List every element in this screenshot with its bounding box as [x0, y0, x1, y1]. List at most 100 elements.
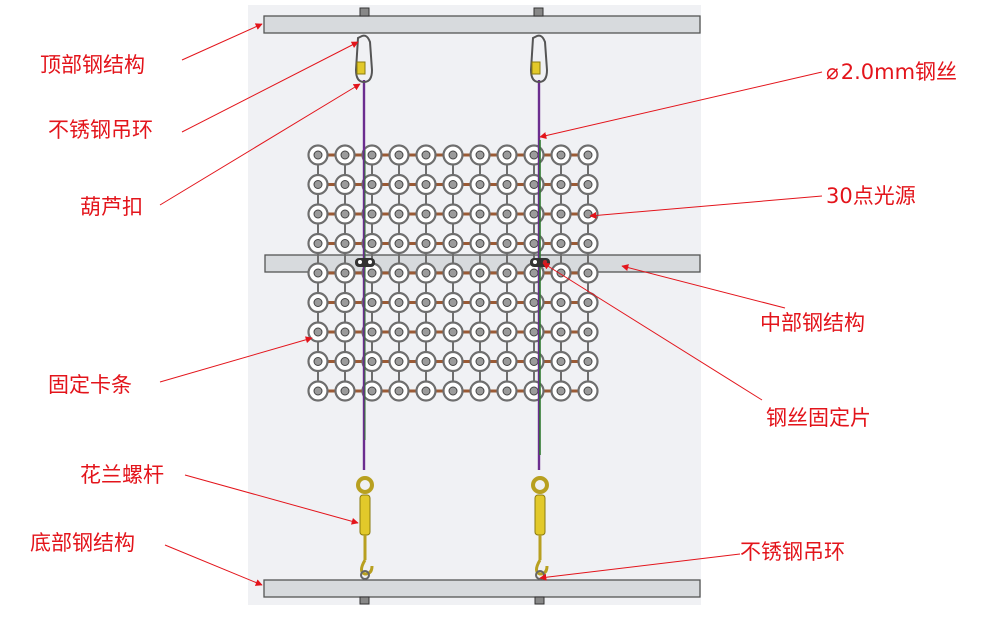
light-node-core: [448, 386, 458, 396]
light-node-core: [421, 386, 431, 396]
light-node-core: [421, 298, 431, 307]
light-node-core: [502, 150, 512, 160]
light-node-core: [340, 209, 350, 219]
light-node-core: [367, 298, 377, 307]
turnbuckle-left: [356, 476, 374, 576]
light-node-core: [340, 298, 350, 307]
label-ss-ring-bottom: 不锈钢吊环: [740, 540, 845, 564]
carabiner-right: [529, 34, 549, 84]
light-node-core: [556, 239, 566, 248]
light-node-core: [502, 209, 512, 219]
light-node-core: [583, 298, 593, 307]
carabiner-left: [354, 34, 374, 84]
light-node-core: [502, 180, 512, 189]
leader-turnbuckle: [184, 474, 359, 525]
light-node-core: [529, 327, 539, 337]
light-node-core: [448, 357, 458, 366]
label-wire-clamp: 钢丝固定片: [766, 406, 871, 430]
light-node-core: [394, 209, 404, 219]
leader-turnbuckle-clip: [159, 83, 361, 206]
light-node-core: [502, 357, 512, 366]
bottom-steel-beam: [263, 579, 701, 605]
light-node-core: [367, 357, 377, 366]
light-node-core: [340, 327, 350, 337]
bottom-ring-left: [360, 570, 370, 580]
light-node-core: [340, 239, 350, 248]
label-light-source: 30点光源: [826, 184, 916, 208]
label-bottom-steel: 底部钢结构: [30, 531, 135, 555]
light-node-core: [313, 386, 323, 396]
light-node-core: [583, 268, 593, 278]
light-node-core: [583, 357, 593, 366]
light-node-core: [421, 150, 431, 160]
light-node-core: [556, 327, 566, 337]
diameter-symbol-icon: ⌀: [826, 60, 839, 84]
light-node-core: [340, 180, 350, 189]
leader-mid-steel: [621, 264, 786, 309]
light-node-core: [475, 209, 485, 219]
light-node-core: [583, 209, 593, 219]
light-node-core: [448, 327, 458, 337]
light-node-core: [421, 357, 431, 366]
wire-clamp-left: [355, 258, 375, 267]
light-node-core: [475, 357, 485, 366]
light-node-core: [529, 386, 539, 396]
light-node-core: [502, 327, 512, 337]
leader-light-source: [589, 195, 823, 219]
light-node-core: [394, 327, 404, 337]
light-node-core: [502, 239, 512, 248]
leader-bottom-steel: [164, 544, 263, 586]
light-node-core: [421, 180, 431, 189]
light-node-core: [475, 268, 485, 278]
light-node-core: [529, 150, 539, 160]
light-node-core: [583, 180, 593, 189]
light-node-core: [367, 386, 377, 396]
light-node-core: [448, 150, 458, 160]
light-node-core: [394, 239, 404, 248]
light-node-core: [583, 327, 593, 337]
light-node-core: [340, 386, 350, 396]
light-node-core: [313, 150, 323, 160]
light-node-core: [475, 298, 485, 307]
light-node-core: [448, 209, 458, 219]
light-node-core: [367, 239, 377, 248]
light-node-core: [367, 150, 377, 160]
light-node-core: [421, 239, 431, 248]
light-node-core: [313, 298, 323, 307]
steel-wire-left: [362, 80, 366, 470]
label-turnbuckle-clip: 葫芦扣: [80, 195, 143, 219]
label-fixing-strip: 固定卡条: [48, 373, 132, 397]
light-node-core: [475, 150, 485, 160]
light-node-core: [502, 386, 512, 396]
steel-wire-right: [537, 80, 541, 470]
light-node-core: [475, 327, 485, 337]
light-node-core: [475, 239, 485, 248]
light-node-core: [502, 268, 512, 278]
light-node-core: [394, 150, 404, 160]
light-node-core: [367, 327, 377, 337]
light-node-core: [313, 239, 323, 248]
light-node-core: [313, 180, 323, 189]
label-wire-text: 2.0mm钢丝: [840, 60, 958, 84]
light-node-core: [394, 180, 404, 189]
light-node-core: [421, 268, 431, 278]
label-ss-ring-top: 不锈钢吊环: [48, 118, 153, 142]
top-steel-beam: [263, 7, 701, 34]
light-node-core: [556, 209, 566, 219]
light-node-core: [556, 298, 566, 307]
light-node-core: [448, 298, 458, 307]
light-node-core: [583, 386, 593, 396]
light-node-core: [475, 180, 485, 189]
light-node-core: [394, 386, 404, 396]
light-node-core: [313, 209, 323, 219]
leader-ss-ring-bottom: [539, 553, 741, 581]
light-node-core: [502, 298, 512, 307]
light-node-core: [448, 180, 458, 189]
light-node-core: [529, 357, 539, 366]
light-node-core: [421, 327, 431, 337]
light-node-core: [529, 180, 539, 189]
light-node-core: [448, 239, 458, 248]
light-node-core: [475, 386, 485, 396]
